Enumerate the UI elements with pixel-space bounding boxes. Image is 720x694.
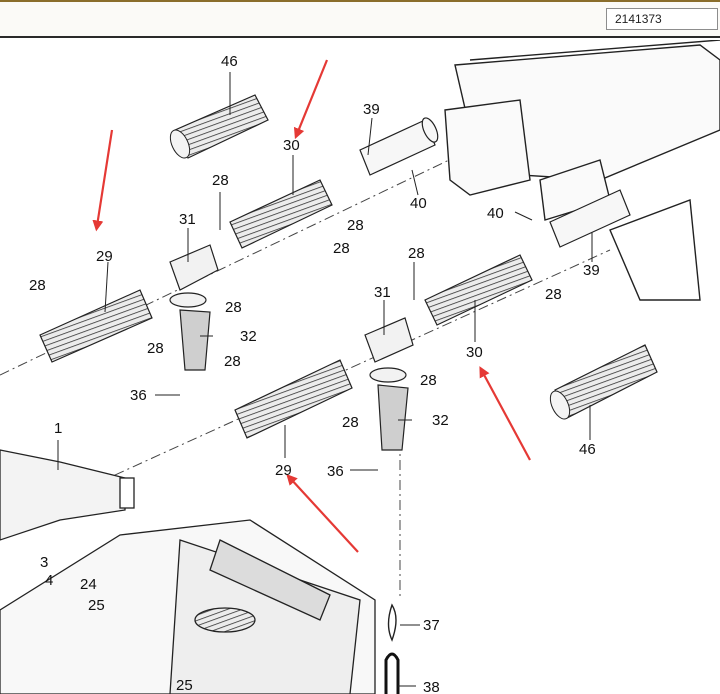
tube-39-top [359, 117, 439, 176]
hose-29-bottom [234, 359, 353, 439]
callout-40-right: 40 [487, 205, 504, 222]
callout-28-f: 28 [147, 340, 164, 357]
hose-30-top [229, 179, 333, 249]
callouts: 46 30 39 40 28 28 28 31 29 28 28 28 32 2… [29, 53, 600, 694]
callout-36-right: 36 [327, 463, 344, 480]
callout-4: 4 [45, 572, 53, 589]
hose-29-top [39, 289, 153, 363]
callout-28-a: 28 [212, 172, 229, 189]
callout-31-bottom: 31 [374, 284, 391, 301]
toolbar: 2141373 [0, 0, 720, 38]
frame-bracket [444, 40, 720, 301]
callout-32-top: 32 [240, 328, 257, 345]
callout-30-top: 30 [283, 137, 300, 154]
chassis-frame [0, 519, 376, 694]
callout-32-bottom: 32 [432, 412, 449, 429]
strap-38 [384, 652, 400, 694]
tee-31-top [169, 244, 219, 308]
leader-lines [57, 72, 593, 687]
nozzle-32-bottom [377, 384, 409, 451]
callout-40-top: 40 [410, 195, 427, 212]
parts-diagram: 46 30 39 40 28 28 28 31 29 28 28 28 32 2… [0, 40, 720, 694]
hose-30-bottom [424, 254, 533, 326]
callout-28-c: 28 [333, 240, 350, 257]
callout-28-j: 28 [420, 372, 437, 389]
callout-28-e: 28 [225, 299, 242, 316]
red-arrow-3 [479, 366, 531, 461]
callout-28-g: 28 [224, 353, 241, 370]
callout-37: 37 [423, 617, 440, 634]
callout-46-bottom: 46 [579, 441, 596, 458]
callout-39-right: 39 [583, 262, 600, 279]
callout-28-i: 28 [545, 286, 562, 303]
tube-39-bottom [549, 189, 631, 248]
callout-24: 24 [80, 576, 97, 593]
outlet-duct [0, 449, 135, 541]
callout-28-k: 28 [342, 414, 359, 431]
callout-31-top: 31 [179, 211, 196, 228]
clip-37 [387, 603, 397, 642]
callout-28-h: 28 [408, 245, 425, 262]
callout-29-top: 29 [96, 248, 113, 265]
hose-46-top [169, 94, 269, 159]
callout-46-top: 46 [221, 53, 238, 70]
callout-25-a: 25 [88, 597, 105, 614]
callout-28-b: 28 [347, 217, 364, 234]
callout-29-bottom: 29 [275, 462, 292, 479]
callout-1: 1 [54, 420, 62, 437]
callout-30-bottom: 30 [466, 344, 483, 361]
callout-3: 3 [40, 554, 48, 571]
callout-39-top: 39 [363, 101, 380, 118]
red-arrow-4 [286, 473, 359, 553]
annotation-arrows [92, 59, 531, 553]
hose-46-bottom [549, 344, 658, 420]
tee-31-bottom [364, 317, 414, 383]
part-number-field[interactable]: 2141373 [606, 8, 718, 30]
callout-28-d: 28 [29, 277, 46, 294]
callout-38: 38 [423, 679, 440, 694]
red-arrow-2 [293, 59, 329, 140]
red-arrow-1 [92, 129, 114, 232]
callout-36-left: 36 [130, 387, 147, 404]
callout-25-b: 25 [176, 677, 193, 694]
nozzle-32-top [179, 309, 211, 371]
